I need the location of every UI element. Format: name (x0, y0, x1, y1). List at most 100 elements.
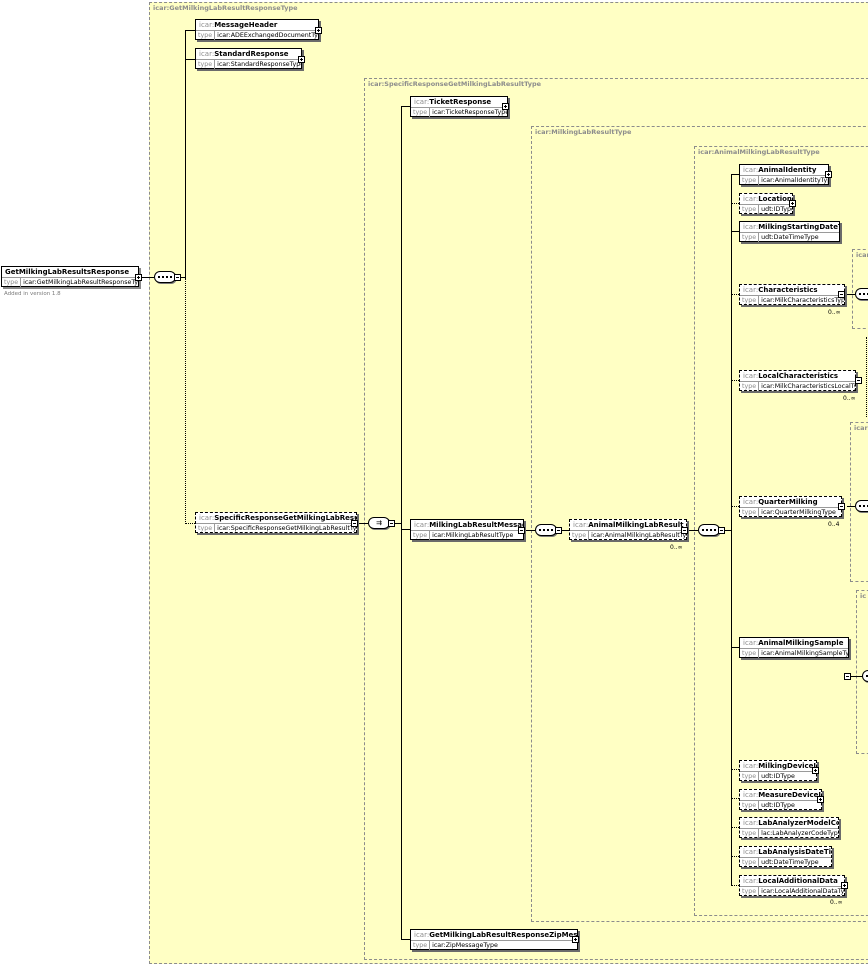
collapse-icon[interactable] (388, 520, 395, 527)
element-name: SpecificResponseGetMilkingLabResult (214, 514, 356, 522)
connector (847, 506, 855, 507)
root-element-name: GetMilkingLabResultsResponse (2, 267, 138, 278)
collapse-icon[interactable] (844, 673, 851, 680)
connector (401, 529, 410, 530)
element-specific-response[interactable]: icar:SpecificResponseGetMilkingLabResult… (195, 512, 357, 533)
connector (731, 856, 739, 857)
connector (525, 530, 535, 531)
sequence-compositor[interactable] (698, 524, 720, 536)
connector (851, 676, 863, 677)
connector (731, 885, 739, 886)
connector (401, 106, 410, 107)
collapse-icon[interactable] (555, 527, 562, 534)
expand-icon[interactable] (812, 767, 819, 774)
collapse-icon[interactable] (351, 520, 358, 527)
element-name: Location (758, 195, 792, 203)
connector (847, 294, 855, 295)
element-name: AnimalMilkingSample (758, 639, 844, 647)
element-name: LabAnalysisDateTime (758, 848, 831, 856)
connector (731, 769, 739, 770)
connector (731, 798, 739, 799)
connector (731, 231, 739, 232)
collapse-icon[interactable] (518, 527, 525, 534)
element-name: AnimalIdentity (758, 166, 817, 174)
collapse-icon[interactable] (718, 527, 725, 534)
connector (394, 523, 401, 524)
collapse-icon[interactable] (681, 527, 688, 534)
connector (185, 59, 195, 60)
expand-icon[interactable] (135, 274, 142, 281)
connector (731, 506, 739, 507)
element-name: LocalCharacteristics (758, 372, 839, 380)
connector (689, 530, 698, 531)
element-type: icar:MilkCharacteristicsLocalType (761, 383, 855, 390)
connector (731, 294, 739, 295)
connector (185, 523, 195, 524)
element-milking-starting-date-time[interactable]: icar:MilkingStartingDateTime typeudt:Dat… (739, 221, 840, 242)
choice-compositor[interactable]: ⇉ (368, 517, 390, 529)
occurrence-label: 0..4 (828, 521, 840, 528)
sequence-compositor[interactable] (154, 271, 176, 283)
collapse-icon[interactable] (838, 291, 845, 298)
element-type: icar:MilkCharacteristicsType (761, 297, 844, 304)
connector (731, 380, 739, 381)
element-name: MeasureDeviceID (758, 791, 821, 799)
sequence-compositor[interactable] (855, 288, 868, 300)
group-animal-milking-lab-result-type-title: icar:AnimalMilkingLabResultType (698, 148, 820, 156)
type-label: type (2, 278, 22, 287)
occurrence-label: 0..∞ (828, 309, 841, 316)
connector (185, 30, 186, 278)
expand-icon[interactable] (825, 171, 832, 178)
expand-icon[interactable] (315, 27, 322, 34)
group-response-type-title: icar:GetMilkingLabResultResponseType (153, 4, 298, 12)
element-lab-analysis-date-time[interactable]: icar:LabAnalysisDateTime typeudt:DateTim… (739, 846, 832, 867)
element-type: icar:AnimalMilkingLabResultType (591, 532, 686, 539)
sequence-compositor[interactable] (535, 524, 557, 536)
expand-icon[interactable] (298, 56, 305, 63)
element-zip-message[interactable]: icar:GetMilkingLabResultResponseZipMessa… (410, 929, 578, 950)
expand-icon[interactable] (502, 103, 509, 110)
connector (185, 30, 195, 31)
group-cut-3-title: ic (860, 592, 867, 600)
element-name: MilkingDeviceID (758, 762, 816, 770)
occurrence-label: 0..∞ (843, 395, 856, 402)
element-lab-analyzer-model-code[interactable]: icar:LabAnalyzerModelCode typelac:LabAna… (739, 817, 839, 838)
collapse-icon[interactable] (174, 274, 181, 281)
expand-icon[interactable] (789, 200, 796, 207)
element-name: MilkingStartingDateTime (758, 223, 839, 231)
element-type: icar:SpecificResponseGetMilkingLabResult… (217, 525, 356, 532)
connector (731, 203, 739, 204)
sequence-compositor[interactable] (862, 670, 868, 682)
connector (401, 106, 402, 940)
expand-icon[interactable] (572, 936, 579, 943)
connector (731, 174, 732, 886)
collapse-icon[interactable] (838, 503, 845, 510)
expand-icon[interactable] (817, 796, 824, 803)
connector (731, 647, 739, 648)
element-type: icar:ADEExchangedDocumentType (217, 32, 318, 39)
element-name: GetMilkingLabResultResponseZipMessage (429, 931, 577, 939)
element-type: udt:DateTimeType (761, 859, 819, 866)
element-type: lac:LabAnalyzerCodeType (761, 830, 838, 837)
element-type: icar:MilkingLabResultType (432, 532, 514, 539)
occurrence-label: 0..∞ (670, 544, 683, 551)
expand-icon[interactable] (841, 882, 848, 889)
sequence-compositor[interactable] (855, 500, 868, 512)
connector (731, 174, 739, 175)
collapse-icon[interactable] (855, 377, 862, 384)
